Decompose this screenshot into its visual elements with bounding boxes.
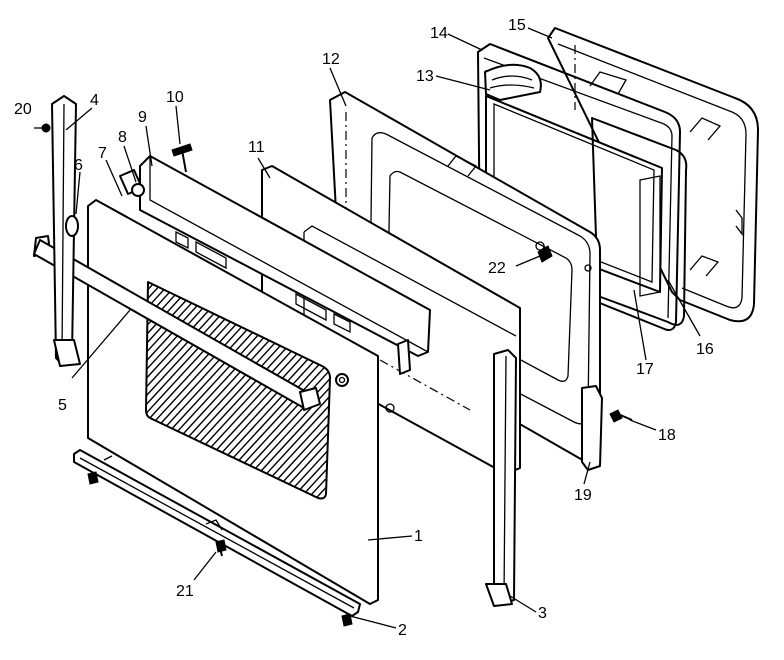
callout-2: 2 xyxy=(398,622,407,639)
callout-4: 4 xyxy=(90,92,99,109)
callout-17: 17 xyxy=(636,361,654,378)
screw-10 xyxy=(171,143,193,173)
callout-3: 3 xyxy=(538,605,547,622)
glass-retainer xyxy=(591,117,688,326)
window-hatch-line xyxy=(146,282,215,499)
insulation-pack xyxy=(484,63,542,101)
leader-lines xyxy=(34,27,701,629)
window-hatch-line xyxy=(146,282,223,499)
callout-20: 20 xyxy=(14,101,32,118)
callout-9: 9 xyxy=(138,109,147,126)
window-hatch-line xyxy=(279,282,330,499)
window-hatch-line xyxy=(255,282,330,499)
callout-15: 15 xyxy=(508,17,526,34)
callout-5: 5 xyxy=(58,397,67,414)
right-side-trim xyxy=(485,349,517,607)
window-hatch-line xyxy=(0,270,102,520)
callout-21: 21 xyxy=(176,583,194,600)
callout-22: 22 xyxy=(488,260,506,277)
callout-13: 13 xyxy=(416,68,434,85)
screw-bottom-left xyxy=(87,471,99,485)
window-hatch-line xyxy=(247,282,330,499)
callout-11: 11 xyxy=(248,139,265,156)
outer-door-panel xyxy=(0,199,379,605)
callout-6: 6 xyxy=(74,157,83,174)
callout-labels: 1 2 3 4 5 6 7 8 9 10 11 12 13 14 15 16 1… xyxy=(14,17,714,639)
window-hatch-line xyxy=(146,282,231,499)
callout-7: 7 xyxy=(98,145,107,162)
screw-18 xyxy=(609,409,633,423)
bottom-trim xyxy=(73,449,361,617)
callout-1: 1 xyxy=(414,528,423,545)
liner-side-bracket xyxy=(581,385,603,471)
callout-19: 19 xyxy=(574,487,592,504)
window-hatch-line xyxy=(271,282,330,499)
callout-8: 8 xyxy=(118,129,127,146)
door-handle xyxy=(33,235,321,411)
screw-21 xyxy=(215,539,227,557)
window-hatch-line xyxy=(263,282,330,499)
window-hatch-line xyxy=(146,282,239,499)
screw-20 xyxy=(41,123,51,133)
window-hatch-line xyxy=(0,270,94,520)
liner-clip xyxy=(537,245,553,263)
callout-18: 18 xyxy=(658,427,676,444)
callout-10: 10 xyxy=(166,89,184,106)
left-side-trim xyxy=(51,95,81,367)
screw-bottom-right xyxy=(341,613,353,627)
callout-12: 12 xyxy=(322,51,340,68)
handle-bracket xyxy=(119,169,145,197)
callout-14: 14 xyxy=(430,25,448,42)
callout-16: 16 xyxy=(696,341,714,358)
